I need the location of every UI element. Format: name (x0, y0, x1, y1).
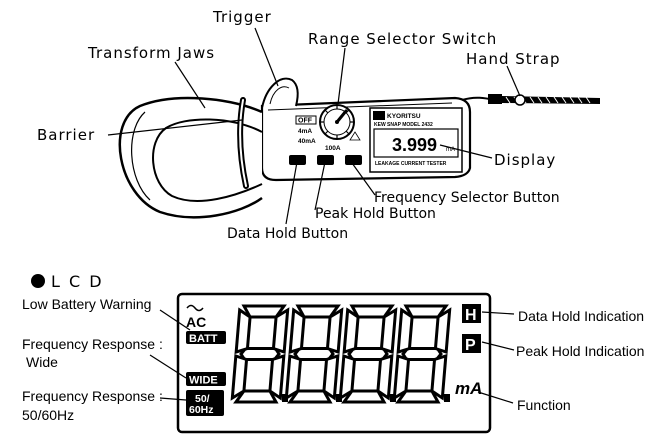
function-label: Function (517, 397, 571, 413)
barrier-label: Barrier (37, 126, 95, 144)
peak-hold-indicator: P (465, 337, 476, 354)
digit-3-segment-c (376, 353, 394, 401)
ac-tilde-icon (186, 304, 204, 312)
low-battery-label: Low Battery Warning (22, 296, 151, 312)
digit-2-segment-c (322, 353, 340, 401)
digit-4-segment-f (396, 307, 414, 355)
transform-jaws-label: Transform Jaws (87, 44, 215, 62)
ac-indicator: AC (186, 314, 206, 330)
unit-indicator: mA (455, 379, 482, 398)
range-4ma-label: 4mA (298, 128, 312, 135)
digit-3-segment-d (341, 389, 387, 404)
freq-5060-label-line1: Frequency Response : (22, 388, 163, 404)
kyoritsu-logo-icon (373, 111, 385, 120)
model-text: KEW SNAP MODEL 2432 (374, 122, 433, 128)
peak-hold-indicator-box (462, 334, 481, 353)
meter-buttons (289, 155, 362, 165)
digit-4-segment-c (430, 353, 448, 401)
transform-jaws (118, 96, 263, 219)
data-hold-button-label: Data Hold Button (227, 226, 348, 242)
range-40ma-label: 40mA (298, 138, 316, 145)
trigger (261, 77, 299, 109)
brand-text: KYORITSU (387, 113, 421, 120)
meter-display-panel: KYORITSU KEW SNAP MODEL 2432 3.999 mA LE… (369, 107, 463, 173)
barrier (237, 97, 249, 189)
range-off-label: OFF (298, 118, 313, 125)
digit-4-segment-d (395, 389, 441, 404)
hz-indicator-line1: 50/ (195, 393, 210, 405)
digit-3-segment-b (379, 307, 398, 355)
peak-hold-indication-label: Peak Hold Indication (516, 343, 644, 359)
peak-hold-button-label: Peak Hold Button (315, 206, 436, 222)
lcd-leader-lines (149, 309, 515, 404)
batt-indicator-box (186, 331, 226, 344)
digit-3-segment-e (338, 353, 357, 401)
digit-4-segment-e (392, 353, 411, 401)
frequency-selector-button[interactable] (345, 155, 362, 165)
freq-wide-label-line2: Wide (26, 354, 58, 370)
freq-5060-label-line2: 50/60Hz (22, 407, 74, 423)
dial-pointer-icon (335, 109, 348, 124)
data-hold-indicator: H (465, 307, 477, 324)
data-hold-indicator-box (462, 304, 481, 323)
trigger-label: Trigger (212, 8, 272, 26)
display-label: Display (494, 151, 556, 169)
mini-lcd-reading: 3.999 (392, 135, 437, 155)
lcd-heading: L C D (51, 272, 104, 291)
range-100a-label: 100A (325, 145, 341, 152)
bullet-icon (31, 274, 45, 288)
freq-wide-label-line1: Frequency Response : (22, 336, 163, 352)
peak-hold-button[interactable] (317, 155, 334, 165)
digit-1-segment-c (268, 353, 286, 401)
digit-1-segment-f (234, 307, 252, 355)
digit-4-decimal-point (444, 394, 450, 402)
range-selector-switch-label: Range Selector Switch (308, 30, 497, 48)
digit-2-segment-e (284, 353, 303, 401)
lcd-section: L C D AC BATT WIDE 50/ 60Hz mA H P (22, 272, 644, 434)
hand-strap-label: Hand Strap (466, 50, 561, 68)
hz-indicator-box (186, 390, 224, 416)
hz-indicator-line2: 60Hz (189, 404, 214, 416)
lcd-digits (230, 304, 452, 404)
mini-lcd-unit: mA (446, 147, 455, 153)
meter-leader-lines (107, 27, 521, 225)
digit-1-segment-d (233, 389, 279, 404)
digit-3-segment-f (342, 307, 360, 355)
hand-strap (461, 94, 600, 106)
frequency-selector-button-label: Frequency Selector Button (374, 190, 560, 206)
digit-2-segment-b (325, 307, 344, 355)
tester-name-text: LEAKAGE CURRENT TESTER (375, 161, 447, 167)
data-hold-button[interactable] (289, 155, 306, 165)
batt-indicator: BATT (189, 333, 218, 345)
digit-1-segment-e (230, 353, 249, 401)
wide-indicator-box (186, 372, 226, 386)
clamp-meter-illustration: OFF 4mA 40mA 100A KYORITSU KEW SNAP MODE… (37, 8, 600, 242)
data-hold-indication-label: Data Hold Indication (518, 308, 644, 324)
range-selector-switch[interactable] (319, 104, 355, 140)
wide-indicator: WIDE (189, 375, 218, 387)
warning-icon (349, 131, 361, 141)
digit-2-segment-d (287, 389, 333, 404)
mini-lcd (373, 128, 459, 158)
range-panel: OFF 4mA 40mA 100A (295, 115, 361, 152)
digit-4-segment-b (433, 307, 452, 355)
digit-2-segment-f (288, 307, 306, 355)
digit-1-segment-b (271, 307, 290, 355)
